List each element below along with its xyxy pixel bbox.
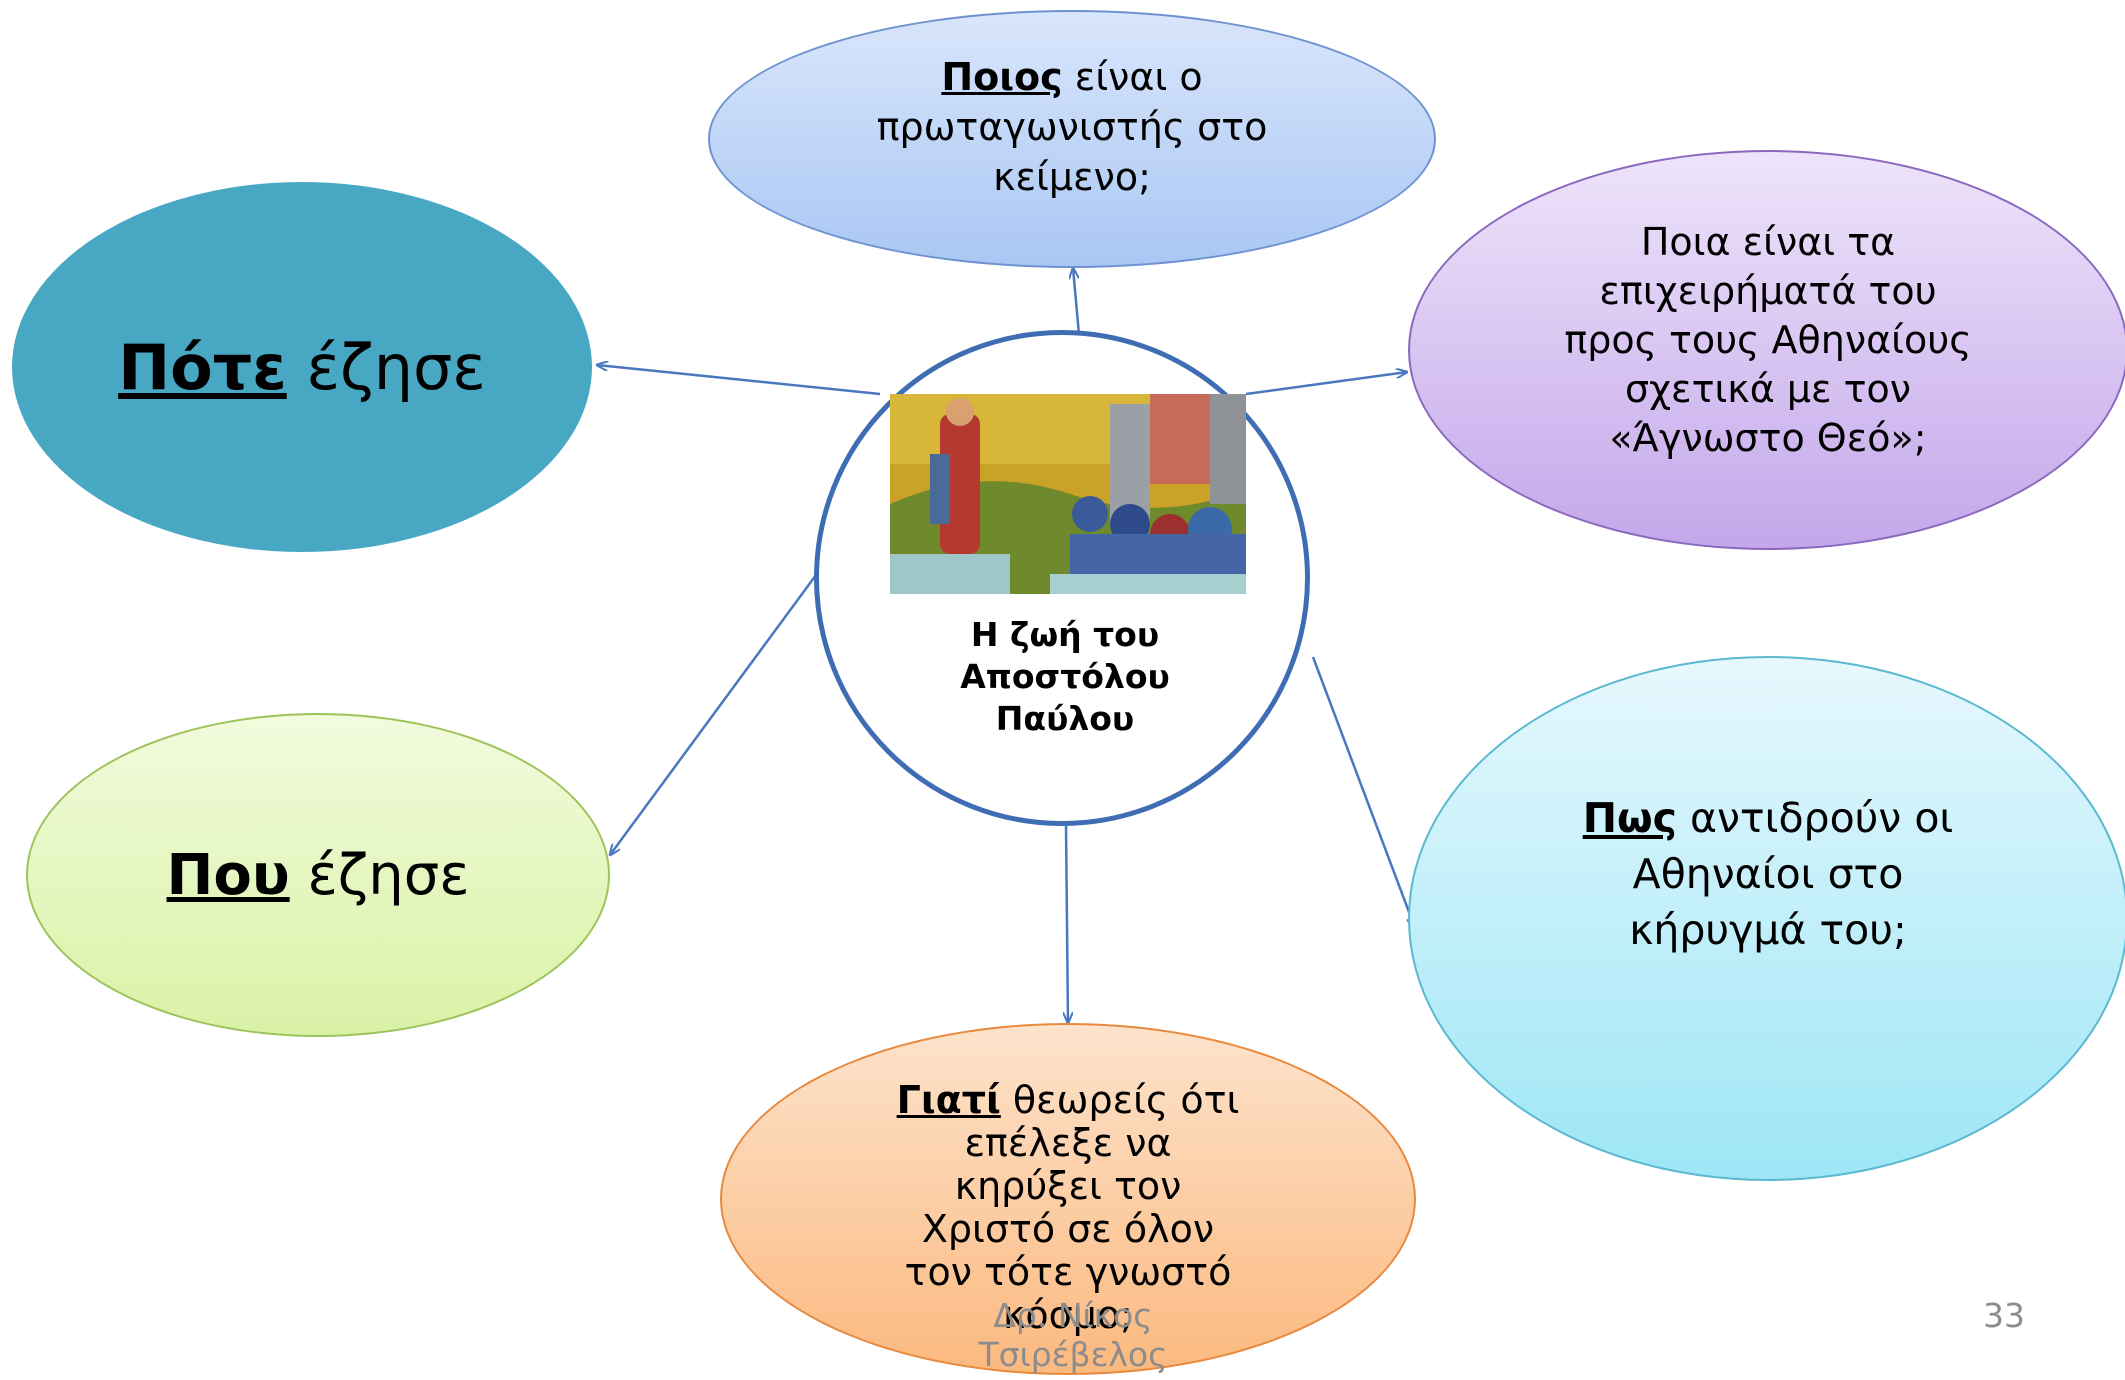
bubble-why-text: Γιατί θεωρείς ότι επέλεξε να κηρύξει τον… [892, 1079, 1244, 1337]
bubble-why-rest: θεωρείς ότι επέλεξε να κηρύξει τον Χριστ… [904, 1078, 1240, 1337]
central-topic-line-3: Παύλου [995, 699, 1135, 738]
bubble-why: Γιατί θεωρείς ότι επέλεξε να κηρύξει τον… [720, 1023, 1416, 1375]
central-topic-line-1: Η ζωή του [970, 615, 1160, 654]
keyword-where: Που [166, 842, 290, 908]
bubble-when-rest: έζησε [286, 330, 486, 404]
arrow-to-what [1245, 372, 1407, 396]
bubble-how: Πως αντιδρούν οι Αθηναίοι στο κήρυγμά το… [1408, 656, 2125, 1181]
bubble-where-text: Που έζησε [167, 843, 470, 908]
arrow-to-how [1311, 656, 1415, 928]
arrow-to-when [597, 365, 881, 396]
keyword-when: Πότε [118, 330, 287, 404]
apostle-paul-icon-image [890, 394, 1246, 594]
bubble-arguments: Ποια είναι τα επιχειρήματά του προς τους… [1408, 150, 2125, 550]
bubble-arguments-text: Ποια είναι τα επιχειρήματά του προς τους… [1564, 219, 1972, 460]
bubble-how-rest: αντιδρούν οι Αθηναίοι στο κήρυγμά του; [1629, 793, 1954, 954]
bubble-when-text: Πότε έζησε [118, 331, 486, 404]
bubble-where: Που έζησε [26, 713, 610, 1037]
arrow-to-where [610, 574, 818, 855]
central-topic-title: Η ζωή του Αποστόλου Παύλου [900, 614, 1230, 740]
keyword-how: Πως [1582, 793, 1677, 842]
bubble-how-text: Πως αντιδρούν οι Αθηναίοι στο κήρυγμά το… [1550, 790, 1986, 958]
bubble-where-rest: έζησε [289, 842, 470, 908]
arrow-to-why [1066, 825, 1068, 1023]
bubble-when: Πότε έζησε [12, 182, 592, 552]
central-topic-line-2: Αποστόλου [960, 657, 1170, 696]
bubble-who: Ποιος είναι ο πρωταγωνιστής στο κείμενο; [708, 10, 1436, 268]
footer-author: Δρ. Νίκος Τσιρέβελος [978, 1296, 1168, 1374]
keyword-why: Γιατί [896, 1078, 1001, 1122]
bubble-who-rest: είναι ο πρωταγωνιστής στο κείμενο; [876, 55, 1268, 199]
bubble-who-text: Ποιος είναι ο πρωταγωνιστής στο κείμενο; [870, 52, 1274, 202]
slide-number: 33 [1983, 1296, 2025, 1335]
keyword-who: Ποιος [941, 55, 1063, 99]
